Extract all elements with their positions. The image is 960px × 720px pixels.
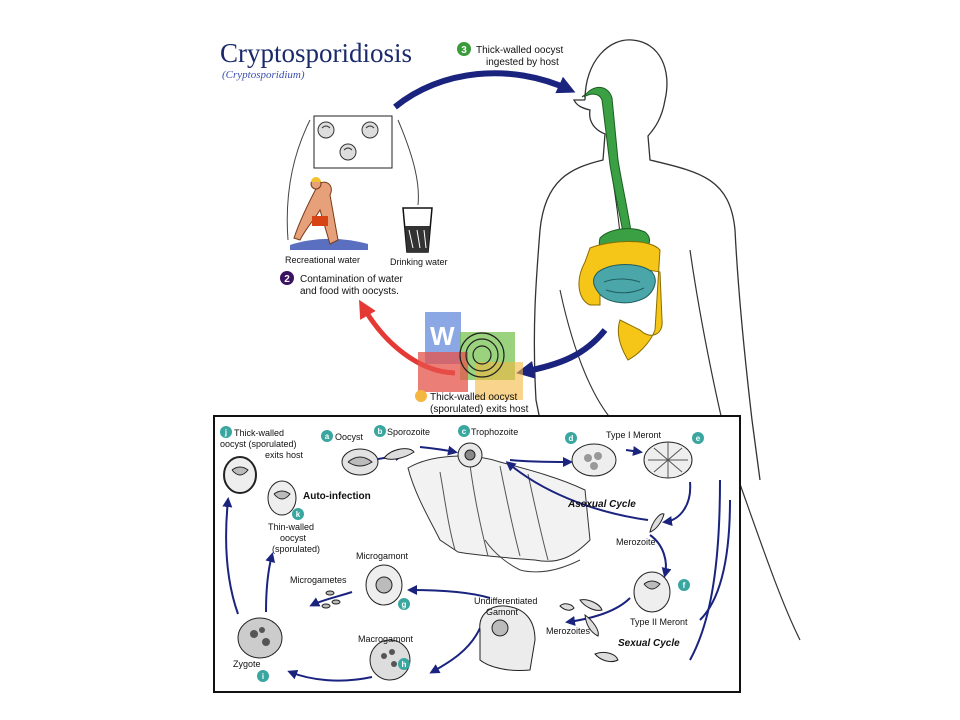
diagram-subtitle: (Cryptosporidium) [222,69,305,81]
svg-text:c: c [462,427,467,436]
step-4-label-line2: (sporulated) exits host [430,404,529,415]
cycle-arrows [222,445,731,682]
diagram-title: Cryptosporidiosis [220,38,412,68]
organism-microgametes [321,590,341,609]
stage-i-label: Zygote [233,659,261,669]
organism-undiff-gamont [479,605,536,671]
organism-zygote-i [237,617,283,659]
host-epithelium [407,442,591,573]
stage-j-badge: j [220,426,232,438]
step-2-label-line2: and food with oocysts. [300,286,399,297]
organism-type2-meront-f [633,571,671,613]
exit-oocyst-icon: W [418,312,523,400]
stage-d-badge: d [565,432,577,444]
svg-text:a: a [325,432,330,441]
svg-text:h: h [402,660,407,669]
organism-type1-meront-e [643,441,693,479]
organism-microgamont-g [365,564,403,606]
stage-b-badge: b [374,425,386,437]
stage-k-line2: oocyst [280,533,307,543]
step-3-label-line1: Thick-walled oocyst [476,45,563,56]
stage-f-label: Type II Meront [630,617,688,627]
arrow-ingestion [393,70,576,110]
stage-i-badge: i [257,670,269,682]
svg-text:j: j [224,428,227,437]
svg-text:b: b [378,427,383,436]
stage-e-label: Type I Meront [606,430,662,440]
organism-thick-walled-j [223,456,257,494]
svg-text:2: 2 [284,274,290,285]
asexual-cycle-label: Asexual Cycle [567,499,636,510]
stage-k-badge: k [292,508,304,520]
stage-j-line3: exits host [265,450,304,460]
stage-a-badge: a [321,430,333,442]
recreational-water-illustration [290,177,368,250]
svg-text:f: f [683,581,686,590]
stage-c-label: Trophozoite [471,427,518,437]
stage-h-label: Macrogamont [358,634,414,644]
recreational-water-label: Recreational water [285,255,360,265]
svg-text:W: W [430,321,455,351]
merozoite-label: Merozoite [616,537,656,547]
organism-merozoites [559,599,619,663]
stage-k-line1: Thin-walled [268,522,314,532]
drinking-water-label: Drinking water [390,257,448,267]
stage-a-label: Oocyst [335,432,364,442]
sexual-cycle-label: Sexual Cycle [618,638,680,649]
organism-macrogamont-h [369,639,411,681]
stage-g-label: Microgamont [356,551,409,561]
step-2-badge: 2 [280,271,294,285]
drinking-water-glass [402,207,433,253]
oocyst-inset-box [313,115,393,169]
stage-b-label: Sporozoite [387,427,430,437]
svg-text:k: k [296,510,301,519]
organism-sporozoite-b [383,448,415,460]
stage-f-badge: f [678,579,690,591]
undiff-gamont-line1: Undifferentiated [474,596,537,606]
step-4-label-line1: Thick-walled oocyst [430,392,517,403]
stage-e-badge: e [692,432,704,444]
arrow-exit-host [516,328,608,379]
svg-text:g: g [402,600,407,609]
svg-text:d: d [569,434,574,443]
step-3-label-line2: ingested by host [486,57,559,68]
microgametes-label: Microgametes [290,575,347,585]
stage-k-line3: (sporulated) [272,544,320,554]
organism-merozoite [649,513,665,533]
digestive-tract [578,86,663,361]
auto-infection-label: Auto-infection [303,491,371,502]
step-4-badge [415,390,427,402]
stage-j-line1: Thick-walled [234,428,284,438]
svg-text:i: i [262,672,264,681]
organism-oocyst-a [341,448,379,476]
organism-thin-walled-k [267,480,297,516]
step-3-badge: 3 [457,42,471,56]
undiff-gamont-line2: Gamont [486,607,519,617]
stage-c-badge: c [458,425,470,437]
svg-text:e: e [696,434,701,443]
stage-g-badge: g [398,598,410,610]
stage-h-badge: h [398,658,410,670]
svg-text:3: 3 [461,45,467,56]
step-2-label-line1: Contamination of water [300,274,404,285]
stage-j-line2: oocyst (sporulated) [220,439,297,449]
merozoites-label: Merozoites [546,626,591,636]
organism-type1-meront-d [571,443,617,477]
